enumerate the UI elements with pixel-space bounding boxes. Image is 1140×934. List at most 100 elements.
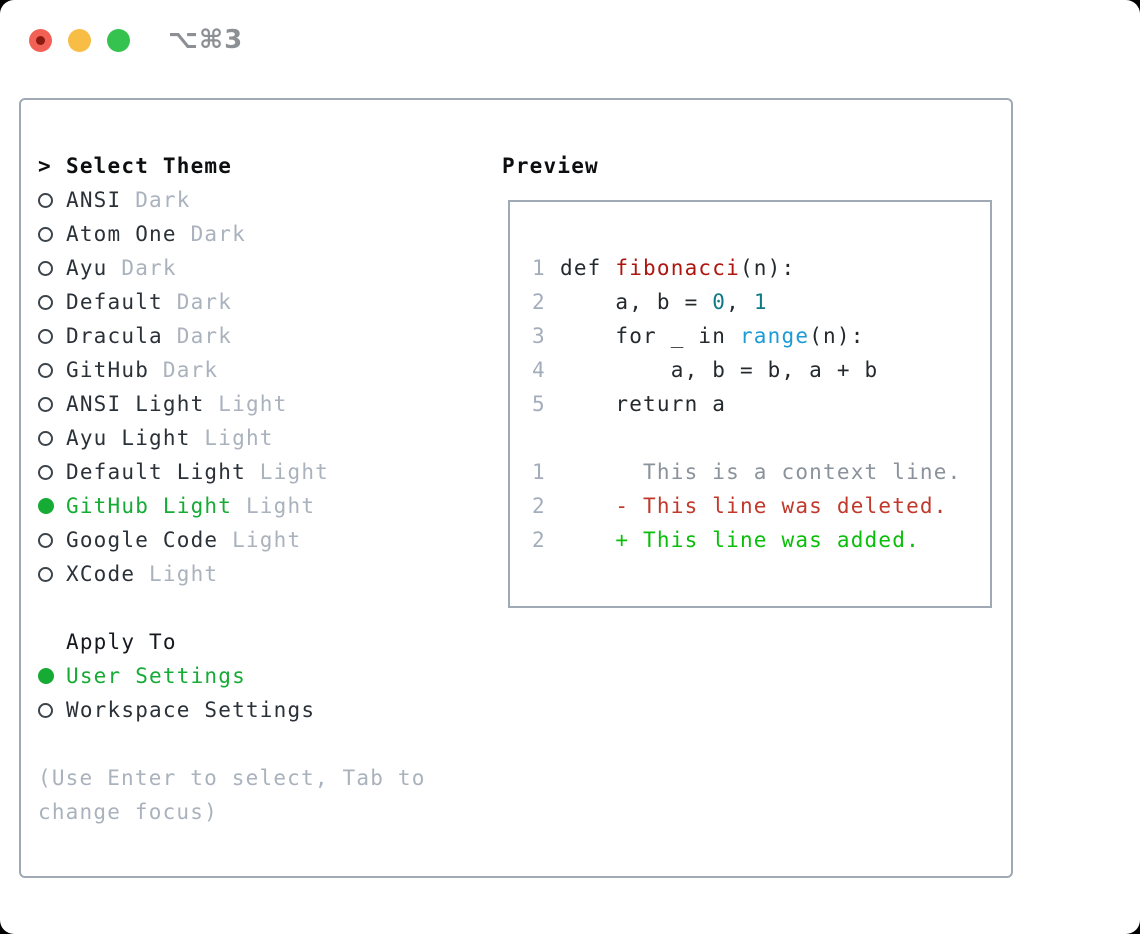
select-theme-title: Select Theme: [66, 154, 233, 178]
theme-variant: Dark: [176, 222, 246, 246]
theme-variant: Dark: [162, 324, 233, 348]
line-number: 2: [532, 494, 546, 518]
code-token-context: This is a context line.: [560, 460, 962, 484]
line-number: 4: [532, 358, 546, 382]
code-token-added: + This line was added.: [560, 528, 920, 552]
spacer: [38, 727, 502, 761]
theme-option-github-light[interactable]: GitHub Light Light: [38, 489, 502, 523]
theme-variant: Light: [190, 426, 274, 450]
code-token-number: 1: [753, 290, 768, 314]
line-number: 1: [532, 460, 546, 484]
theme-name: Ayu Light: [66, 426, 191, 450]
theme-variant: Dark: [162, 290, 233, 314]
line-number: 3: [532, 324, 546, 348]
preview-title: Preview: [502, 154, 599, 178]
line-number: 2: [532, 528, 546, 552]
code-token-code: a, b =: [560, 290, 713, 314]
theme-option-xcode[interactable]: XCode Light: [38, 557, 502, 591]
theme-option-ayu-light[interactable]: Ayu Light Light: [38, 421, 502, 455]
theme-variant: Light: [204, 392, 288, 416]
titlebar: ⌥⌘3: [29, 25, 243, 55]
theme-option-github[interactable]: GitHub Dark: [38, 353, 502, 387]
theme-name: Atom One: [66, 222, 177, 246]
code-line: 3 for _ in range(n):: [532, 319, 990, 353]
apply-to-header: Apply To: [38, 625, 502, 659]
keyboard-shortcut-label: ⌥⌘3: [168, 25, 244, 55]
theme-name: ANSI Light: [66, 392, 205, 416]
theme-variant: Light: [245, 460, 330, 484]
code-line: 5 return a: [532, 387, 990, 421]
theme-variant: Light: [232, 494, 316, 518]
code-line: 4 a, b = b, a + b: [532, 353, 990, 387]
theme-name: Ayu: [66, 256, 108, 280]
minimize-button[interactable]: [68, 28, 91, 52]
theme-name: GitHub Light: [66, 494, 233, 518]
code-line: 2 + This line was added.: [532, 523, 990, 557]
theme-name: Google Code: [66, 528, 219, 552]
radio-icon: [38, 532, 53, 548]
theme-option-ansi-light[interactable]: ANSI Light Light: [38, 387, 502, 421]
code-line: 2 - This line was deleted.: [532, 489, 990, 523]
code-token-code: a, b = b, a + b: [560, 358, 879, 382]
code-token-code: for _ in: [560, 324, 740, 348]
code-token-code: ,: [726, 290, 754, 314]
theme-option-google-code[interactable]: Google Code Light: [38, 523, 502, 557]
close-button[interactable]: [29, 28, 52, 52]
spacer: [38, 591, 502, 625]
code-token-number: 0: [712, 290, 727, 314]
theme-name: Default: [66, 290, 163, 314]
theme-variant: Light: [218, 528, 302, 552]
code-token-deleted: - This line was deleted.: [560, 494, 948, 518]
code-token-code: (n):: [809, 324, 865, 348]
theme-variant: Light: [135, 562, 219, 586]
theme-option-atom-one[interactable]: Atom One Dark: [38, 217, 502, 251]
radio-selected-icon: [38, 498, 54, 514]
radio-icon: [38, 260, 53, 276]
code-token-builtin: range: [739, 324, 810, 348]
code-token-code: def: [560, 256, 616, 280]
apply-option-label: Workspace Settings: [66, 698, 316, 722]
radio-icon: [38, 362, 53, 378]
theme-option-default-light[interactable]: Default Light Light: [38, 455, 502, 489]
code-line: 1 This is a context line.: [532, 455, 990, 489]
theme-option-ayu[interactable]: Ayu Dark: [38, 251, 502, 285]
code-token-func: fibonacci: [615, 256, 740, 280]
radio-selected-icon: [38, 668, 54, 684]
theme-option-ansi[interactable]: ANSI Dark: [38, 183, 502, 217]
theme-name: GitHub: [66, 358, 150, 382]
radio-icon: [38, 430, 53, 446]
radio-icon: [38, 396, 53, 412]
zoom-button[interactable]: [107, 28, 130, 52]
radio-icon: [38, 464, 53, 480]
radio-icon: [38, 328, 53, 344]
radio-icon: [38, 294, 53, 310]
line-number: 2: [532, 290, 546, 314]
radio-icon: [38, 702, 53, 718]
apply-option-user-settings[interactable]: User Settings: [38, 659, 502, 693]
select-theme-header: >Select Theme: [38, 149, 502, 183]
hint-line-1: (Use Enter to select, Tab to: [38, 766, 426, 790]
apply-to-title: Apply To: [66, 630, 177, 654]
radio-icon: [38, 192, 53, 208]
apply-option-workspace-settings[interactable]: Workspace Settings: [38, 693, 502, 727]
theme-name: Dracula: [66, 324, 163, 348]
radio-icon: [38, 566, 53, 582]
theme-variant: Dark: [121, 188, 191, 212]
theme-name: ANSI: [66, 188, 122, 212]
hint-line-2: change focus): [38, 800, 218, 824]
theme-variant: Dark: [107, 256, 177, 280]
code-line: 2 a, b = 0, 1: [532, 285, 990, 319]
theme-option-default[interactable]: Default Dark: [38, 285, 502, 319]
apply-option-label: User Settings: [66, 664, 246, 688]
line-number: 5: [532, 392, 546, 416]
theme-option-dracula[interactable]: Dracula Dark: [38, 319, 502, 353]
